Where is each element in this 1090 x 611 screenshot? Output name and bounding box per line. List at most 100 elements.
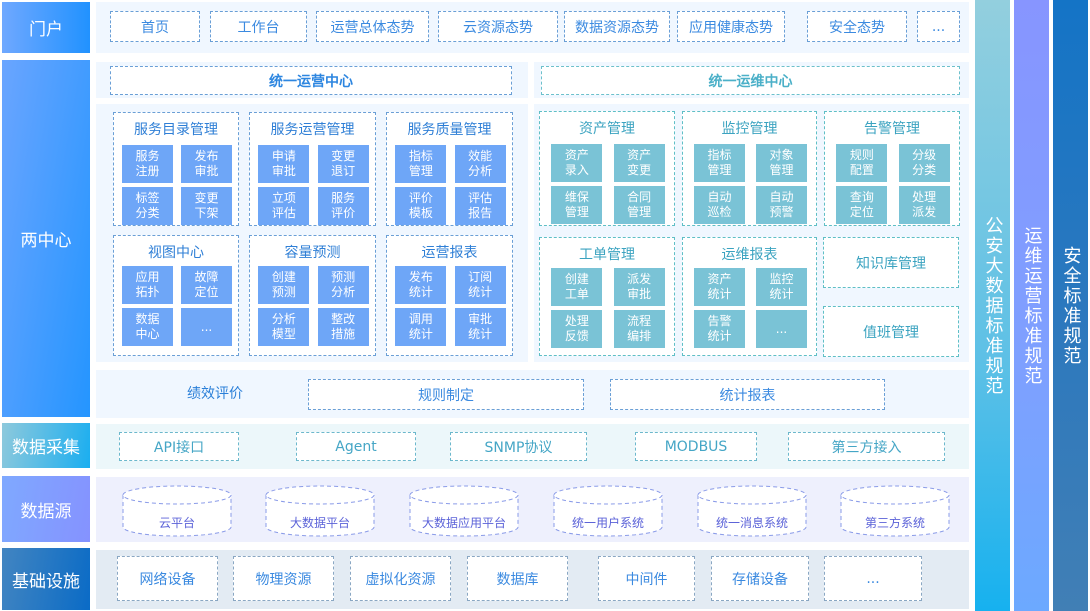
infra-more[interactable]: ... — [824, 556, 922, 601]
feature-tile[interactable]: 资产 变更 — [613, 144, 665, 182]
data-source-cylinder[interactable]: 统一用户系统 — [552, 482, 664, 538]
infra-network[interactable]: 网络设备 — [117, 556, 218, 601]
performance-stat-report[interactable]: 统计报表 — [610, 379, 885, 410]
feature-tile[interactable]: 整改 措施 — [317, 308, 369, 346]
feature-tile[interactable]: 评价 模板 — [395, 187, 447, 225]
collection-modbus[interactable]: MODBUS — [635, 432, 757, 461]
feature-tile[interactable]: 评估 报告 — [454, 187, 506, 225]
group-title[interactable]: 监控管理 — [721, 121, 778, 137]
standard-label: 安全标准规范 — [1060, 245, 1082, 366]
feature-tile[interactable]: 自动 巡检 — [694, 186, 745, 224]
feature-tile[interactable]: 维保 管理 — [551, 186, 603, 224]
portal-item-security[interactable]: 安全态势 — [807, 11, 907, 42]
collection-api[interactable]: API接口 — [119, 432, 239, 461]
feature-tile[interactable]: 变更 退订 — [317, 145, 369, 183]
standard-bar-security[interactable]: 安全标准规范 — [1053, 0, 1088, 611]
feature-tile[interactable]: 资产 统计 — [694, 268, 745, 306]
feature-tile[interactable]: 发布 审批 — [181, 145, 232, 183]
data-source-cylinder[interactable]: 第三方系统 — [839, 482, 951, 538]
feature-tile[interactable]: 应用 拓扑 — [122, 266, 173, 304]
feature-tile[interactable]: 自动 预警 — [756, 186, 807, 224]
feature-tile[interactable]: 合同 管理 — [613, 186, 665, 224]
feature-tile[interactable]: 调用 统计 — [395, 308, 447, 346]
group-title[interactable]: 服务目录管理 — [134, 122, 218, 138]
standard-bar-police-bigdata[interactable]: 公安大数据标准规范 — [975, 0, 1010, 611]
row-label-infrastructure: 基础设施 — [2, 548, 90, 610]
group-title[interactable]: 资产管理 — [579, 121, 635, 137]
group-title[interactable]: 工单管理 — [579, 247, 635, 263]
portal-item-more[interactable]: ... — [917, 11, 960, 42]
row-label-sources: 数据源 — [2, 476, 90, 542]
portal-item-app-health[interactable]: 应用健康态势 — [677, 11, 785, 42]
portal-item-cloud-resources[interactable]: 云资源态势 — [438, 11, 558, 42]
feature-tile[interactable]: 立项 评估 — [258, 187, 310, 225]
performance-rule-setting[interactable]: 规则制定 — [308, 379, 584, 410]
group-asset-management: 资产管理资产 录入资产 变更维保 管理合同 管理 — [539, 111, 675, 226]
feature-tile[interactable]: 审批 统计 — [454, 308, 506, 346]
feature-tile[interactable]: 故障 定位 — [181, 266, 232, 304]
portal-item-home[interactable]: 首页 — [110, 11, 200, 42]
group-title[interactable]: 服务运营管理 — [270, 122, 355, 138]
maint-center-title[interactable]: 统一运维中心 — [541, 66, 960, 95]
group-title[interactable]: 视图中心 — [148, 245, 204, 261]
feature-tile[interactable]: 预测 分析 — [317, 266, 369, 304]
feature-tile[interactable]: 服务 评价 — [317, 187, 369, 225]
infra-virtual[interactable]: 虚拟化资源 — [350, 556, 451, 601]
group-alert-management: 告警管理规则 配置分级 分类查询 定位处理 派发 — [824, 111, 960, 226]
group-title[interactable]: 运营报表 — [421, 245, 478, 261]
portal-item-workbench[interactable]: 工作台 — [210, 11, 307, 42]
group-title[interactable]: 服务质量管理 — [407, 122, 492, 138]
feature-tile[interactable]: 处理 派发 — [898, 186, 950, 224]
feature-tile[interactable]: 资产 录入 — [551, 144, 603, 182]
data-source-cylinder[interactable]: 统一消息系统 — [696, 482, 808, 538]
feature-tile[interactable]: 分析 模型 — [258, 308, 310, 346]
knowledge-base-management[interactable]: 知识库管理 — [823, 237, 959, 288]
collection-agent[interactable]: Agent — [296, 432, 416, 461]
infra-storage[interactable]: 存储设备 — [711, 556, 809, 601]
feature-tile[interactable]: 指标 管理 — [395, 145, 447, 183]
group-capacity-forecast: 容量预测创建 预测预测 分析分析 模型整改 措施 — [249, 235, 376, 356]
infra-middleware[interactable]: 中间件 — [598, 556, 695, 601]
collection-snmp[interactable]: SNMP协议 — [450, 432, 587, 461]
infra-database[interactable]: 数据库 — [467, 556, 568, 601]
infra-physical[interactable]: 物理资源 — [233, 556, 334, 601]
standard-bar-ops[interactable]: 运维运营标准规范 — [1014, 0, 1049, 611]
feature-tile[interactable]: 对象 管理 — [756, 144, 807, 182]
feature-tile[interactable]: 发布 统计 — [395, 266, 447, 304]
feature-tile[interactable]: 服务 注册 — [122, 145, 173, 183]
feature-tile[interactable]: 变更 下架 — [181, 187, 232, 225]
feature-tile[interactable]: 派发 审批 — [613, 268, 665, 306]
feature-tile[interactable]: 分级 分类 — [898, 144, 950, 182]
feature-tile[interactable]: 创建 预测 — [258, 266, 310, 304]
feature-tile[interactable]: 流程 编排 — [613, 310, 665, 348]
feature-tile[interactable]: 标签 分类 — [122, 187, 173, 225]
group-title[interactable]: 运维报表 — [721, 247, 778, 263]
group-title[interactable]: 告警管理 — [864, 121, 920, 137]
duty-management[interactable]: 值班管理 — [823, 306, 959, 357]
feature-tile[interactable]: 数据 中心 — [122, 308, 173, 346]
group-monitor-management: 监控管理指标 管理对象 管理自动 巡检自动 预警 — [682, 111, 817, 226]
feature-tile[interactable]: 监控 统计 — [756, 268, 807, 306]
feature-tile[interactable]: ... — [181, 308, 232, 346]
database-icon — [122, 485, 232, 537]
feature-tile[interactable]: 订阅 统计 — [454, 266, 506, 304]
feature-tile[interactable]: 申请 审批 — [258, 145, 310, 183]
portal-item-data-resources[interactable]: 数据资源态势 — [564, 11, 670, 42]
group-title[interactable]: 容量预测 — [284, 245, 341, 261]
portal-item-ops-overview[interactable]: 运营总体态势 — [316, 11, 429, 42]
data-source-cylinder[interactable]: 大数据应用平台 — [408, 482, 520, 538]
feature-tile[interactable]: 指标 管理 — [694, 144, 745, 182]
data-source-cylinder[interactable]: 云平台 — [121, 482, 233, 538]
feature-tile[interactable]: 规则 配置 — [836, 144, 888, 182]
feature-tile[interactable]: 查询 定位 — [836, 186, 888, 224]
feature-tile[interactable]: 创建 工单 — [551, 268, 603, 306]
data-source-cylinder[interactable]: 大数据平台 — [264, 482, 376, 538]
collection-third-party[interactable]: 第三方接入 — [788, 432, 945, 461]
feature-tile[interactable]: ... — [756, 310, 807, 348]
feature-tile[interactable]: 效能 分析 — [454, 145, 506, 183]
feature-tile[interactable]: 告警 统计 — [694, 310, 745, 348]
feature-tile[interactable]: 处理 反馈 — [551, 310, 603, 348]
ops-center-title[interactable]: 统一运营中心 — [110, 66, 512, 95]
database-icon — [553, 485, 663, 537]
group-view-center: 视图中心应用 拓扑故障 定位数据 中心... — [113, 235, 239, 356]
